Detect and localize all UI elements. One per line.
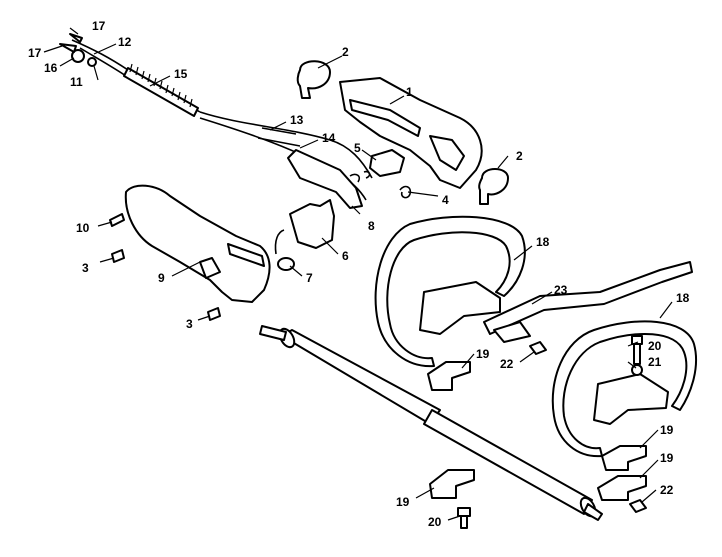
callout-18-left: 18 (536, 235, 550, 249)
callout-19-d: 19 (396, 495, 410, 509)
screw-20-top (631, 335, 643, 365)
cable-end-17b (69, 33, 83, 43)
screw-3-bottom (197, 307, 221, 321)
callout-19-c: 19 (660, 451, 674, 465)
callout-19-a: 19 (476, 347, 490, 361)
leader-lines (43, 27, 673, 521)
callout-7: 7 (306, 271, 313, 285)
callout-20-top: 20 (648, 339, 662, 353)
callout-5: 5 (354, 141, 361, 155)
cable-nut-16 (71, 49, 85, 63)
cable-section-13 (261, 127, 297, 135)
callout-22-left: 22 (500, 357, 514, 371)
spring-4 (399, 185, 412, 199)
callout-19-b: 19 (660, 423, 674, 437)
callout-21: 21 (648, 355, 662, 369)
clamp-half-19c (597, 475, 647, 501)
clamp-half-19d (429, 469, 475, 499)
callout-6: 6 (342, 249, 349, 263)
clamp-half-19a (427, 361, 471, 391)
loop-handle-left (374, 215, 526, 368)
nut-22-left (529, 341, 547, 355)
callout-4: 4 (442, 193, 449, 207)
loop-handle-right (551, 320, 698, 458)
screw-3-left (99, 249, 125, 263)
callout-12: 12 (118, 35, 132, 49)
callout-10: 10 (76, 221, 90, 235)
slide-14 (287, 149, 363, 209)
lever-6 (289, 199, 335, 249)
clamp-half-19b (601, 445, 647, 471)
cable-spring-sleeve (123, 67, 199, 117)
callout-16: 16 (44, 61, 58, 75)
spring-8-top (349, 170, 371, 183)
callout-2-right: 2 (516, 149, 523, 163)
callout-9: 9 (158, 271, 165, 285)
callout-18-right: 18 (676, 291, 690, 305)
spring-7 (277, 257, 295, 271)
screw-20-bottom (457, 507, 471, 529)
callout-15: 15 (174, 67, 188, 81)
callout-2-top: 2 (342, 45, 349, 59)
callout-22-right: 22 (660, 483, 674, 497)
hose-clamp-top (296, 60, 331, 99)
cable-end-17a (59, 43, 77, 53)
callout-14: 14 (322, 131, 336, 145)
hose-clamp-right (478, 168, 509, 205)
throttle-cable-assembly (59, 33, 373, 201)
bracket-23 (483, 261, 693, 335)
drive-shaft-tube (259, 325, 603, 521)
screw-10 (97, 213, 125, 227)
callout-23: 23 (554, 283, 568, 297)
switch-5 (369, 149, 405, 177)
callout-3-bottom: 3 (186, 317, 193, 331)
callout-1: 1 (406, 85, 413, 99)
callout-8: 8 (368, 219, 375, 233)
rear-handle-9 (124, 184, 271, 303)
callout-17-left: 17 (28, 46, 42, 60)
callout-labels: 17 17 16 12 11 15 13 14 2 1 2 5 4 8 6 7 … (28, 19, 690, 529)
callout-20-bottom: 20 (428, 515, 442, 529)
cable-nipple-11 (87, 57, 97, 67)
callout-11: 11 (70, 75, 83, 89)
callout-3-left: 3 (82, 261, 89, 275)
nut-22-right (629, 499, 647, 513)
callout-13: 13 (290, 113, 304, 127)
callout-17-top: 17 (92, 19, 106, 33)
